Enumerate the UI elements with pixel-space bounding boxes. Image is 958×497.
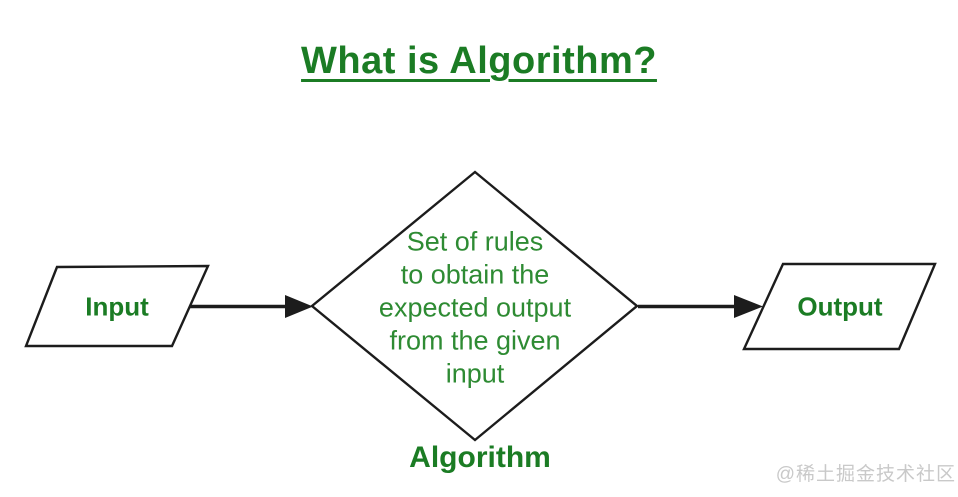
input-parallelogram-shape xyxy=(24,264,210,348)
description-line-1: Set of rules xyxy=(406,226,544,257)
watermark-text: @稀土掘金技术社区 xyxy=(775,464,956,485)
description-line-4: from the given xyxy=(389,325,561,356)
algorithm-node-label: Algorithm xyxy=(409,441,551,474)
algorithm-diamond-shape xyxy=(310,170,639,442)
output-parallelogram-shape xyxy=(742,262,937,351)
input-node-label: Input xyxy=(85,291,149,322)
arrow-input-to-algorithm xyxy=(190,295,313,318)
output-node-label: Output xyxy=(797,291,883,322)
arrow-algorithm-to-output xyxy=(638,295,763,318)
arrow-head-icon xyxy=(285,295,313,318)
description-line-5: input xyxy=(445,358,505,389)
description-line-3: expected output xyxy=(378,292,572,323)
arrow-head-icon xyxy=(734,295,763,318)
page-title: What is Algorithm? xyxy=(301,40,657,82)
algorithm-description: Set of rules to obtain the expected outp… xyxy=(310,226,640,391)
description-line-2: to obtain the xyxy=(400,259,550,290)
